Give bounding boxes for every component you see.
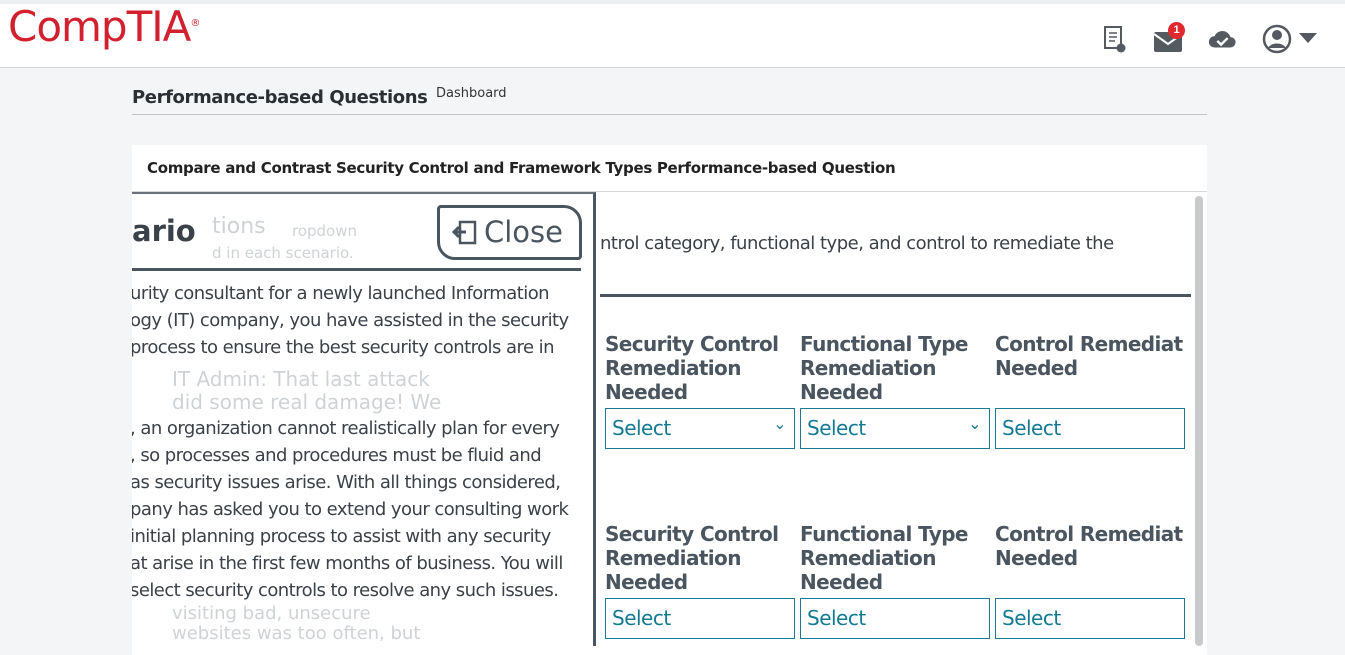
background-text: did some real damage! We: [172, 390, 442, 414]
background-text: visiting bad, unsecure: [172, 603, 371, 624]
background-text: websites was too often, but: [172, 623, 421, 644]
scenario-text-line: , so processes and procedures must be fl…: [132, 445, 542, 466]
divider: [132, 114, 1207, 115]
scenario-text-line: select security controls to resolve any …: [132, 580, 559, 601]
scenario-text-line: pany has asked you to extend your consul…: [132, 499, 569, 520]
scrollbar[interactable]: [1195, 196, 1203, 646]
page-title: Performance-based Questions: [132, 87, 428, 108]
comptia-logo[interactable]: CompTIA®: [8, 2, 200, 51]
question-title: Compare and Contrast Security Control an…: [132, 145, 1207, 192]
control-remediation-select[interactable]: Select: [995, 598, 1185, 639]
control-remediation-select[interactable]: Select: [995, 408, 1185, 449]
certificate-icon[interactable]: [1100, 24, 1130, 54]
background-text: ropdown: [292, 222, 358, 240]
functional-type-select[interactable]: Select⌄: [800, 408, 990, 449]
security-control-select[interactable]: Select: [605, 598, 795, 639]
chevron-down-icon: ⌄: [968, 414, 981, 433]
chevron-down-icon: ⌄: [773, 414, 786, 433]
close-panel-icon: [452, 220, 477, 245]
user-account-icon[interactable]: [1262, 24, 1292, 54]
mail-badge: 1: [1168, 22, 1185, 39]
close-button[interactable]: Close: [437, 205, 582, 260]
top-header: CompTIA® 1: [0, 0, 1345, 68]
background-text: tions: [212, 214, 266, 239]
scenario-text-line: initial planning process to assist with …: [132, 526, 551, 547]
divider: [132, 268, 581, 271]
scenario-text-line: urity consultant for a newly launched In…: [132, 283, 550, 304]
panel-title: ario: [132, 214, 196, 248]
instructions-text: ntrol category, functional type, and con…: [600, 233, 1114, 254]
divider: [600, 294, 1191, 297]
security-control-select[interactable]: Select⌄: [605, 408, 795, 449]
scenario-text-line: as security issues arise. With all thing…: [132, 472, 561, 493]
functional-type-select[interactable]: Select: [800, 598, 990, 639]
caret-down-icon[interactable]: [1298, 32, 1318, 44]
scenario-text-line: , an organization cannot realistically p…: [132, 418, 560, 439]
breadcrumb-dashboard[interactable]: Dashboard: [436, 86, 507, 101]
scenario-panel: tions ropdown d in each scenario. IT Adm…: [132, 192, 596, 646]
background-text: IT Admin: That last attack: [172, 367, 430, 391]
background-text: d in each scenario.: [212, 244, 354, 262]
scenario-text-line: ogy (IT) company, you have assisted in t…: [132, 310, 569, 331]
scenario-text-line: at arise in the first few months of busi…: [132, 553, 563, 574]
scenario-text-line: process to ensure the best security cont…: [132, 337, 555, 358]
cloud-check-icon[interactable]: [1207, 24, 1237, 54]
